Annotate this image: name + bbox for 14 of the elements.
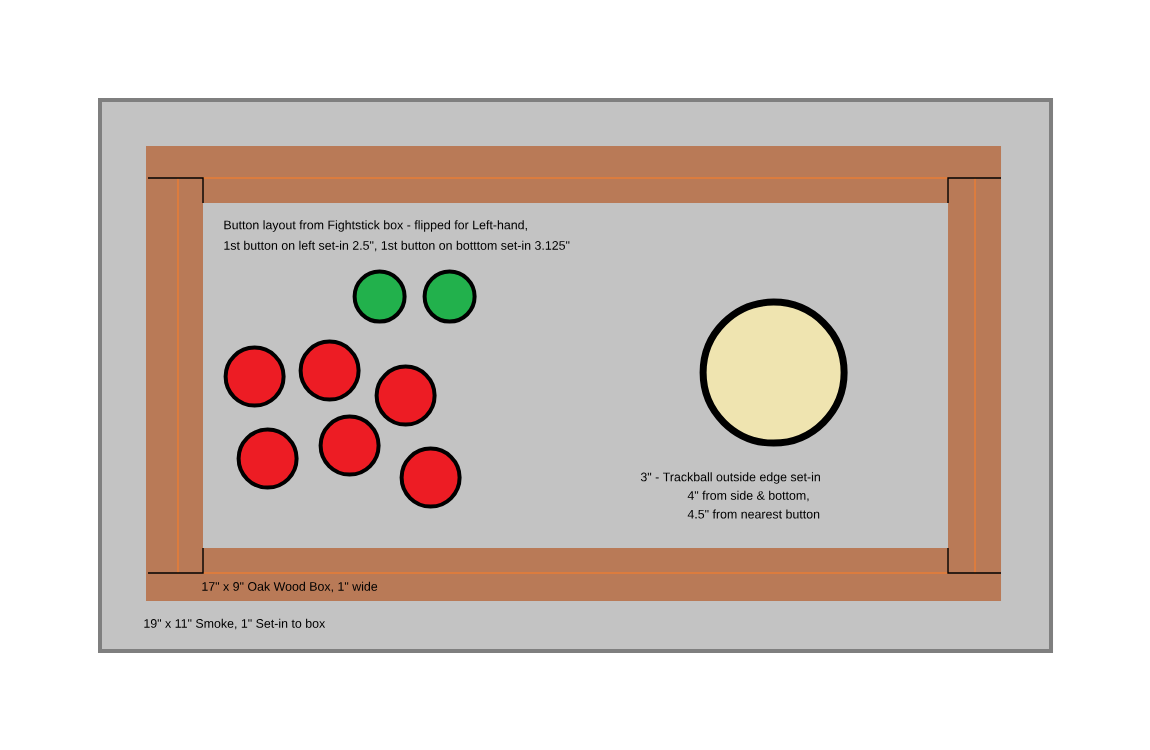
arcade-button — [374, 364, 437, 427]
panel-label: 19" x 11" Smoke, 1" Set-in to box — [144, 618, 326, 630]
frame-label: 17" x 9" Oak Wood Box, 1" wide — [202, 581, 378, 593]
note-text: 4.5" from nearest button — [687, 509, 820, 519]
arcade-button — [223, 345, 286, 408]
note-text: 3" - Trackball outside edge set-in — [640, 472, 820, 484]
note-text: 1st button on left set-in 2.5", 1st button on botttom set-in 3.125" — [224, 240, 570, 252]
arcade-button — [236, 427, 299, 490]
arcade-button — [298, 339, 361, 402]
note-text: 4" from side & bottom, — [687, 490, 809, 502]
note-text: Button layout from Fightstick box - flipped for Left-hand, — [224, 220, 527, 232]
arcade-button — [399, 446, 462, 509]
trackball — [699, 298, 848, 447]
arcade-button — [318, 414, 381, 477]
